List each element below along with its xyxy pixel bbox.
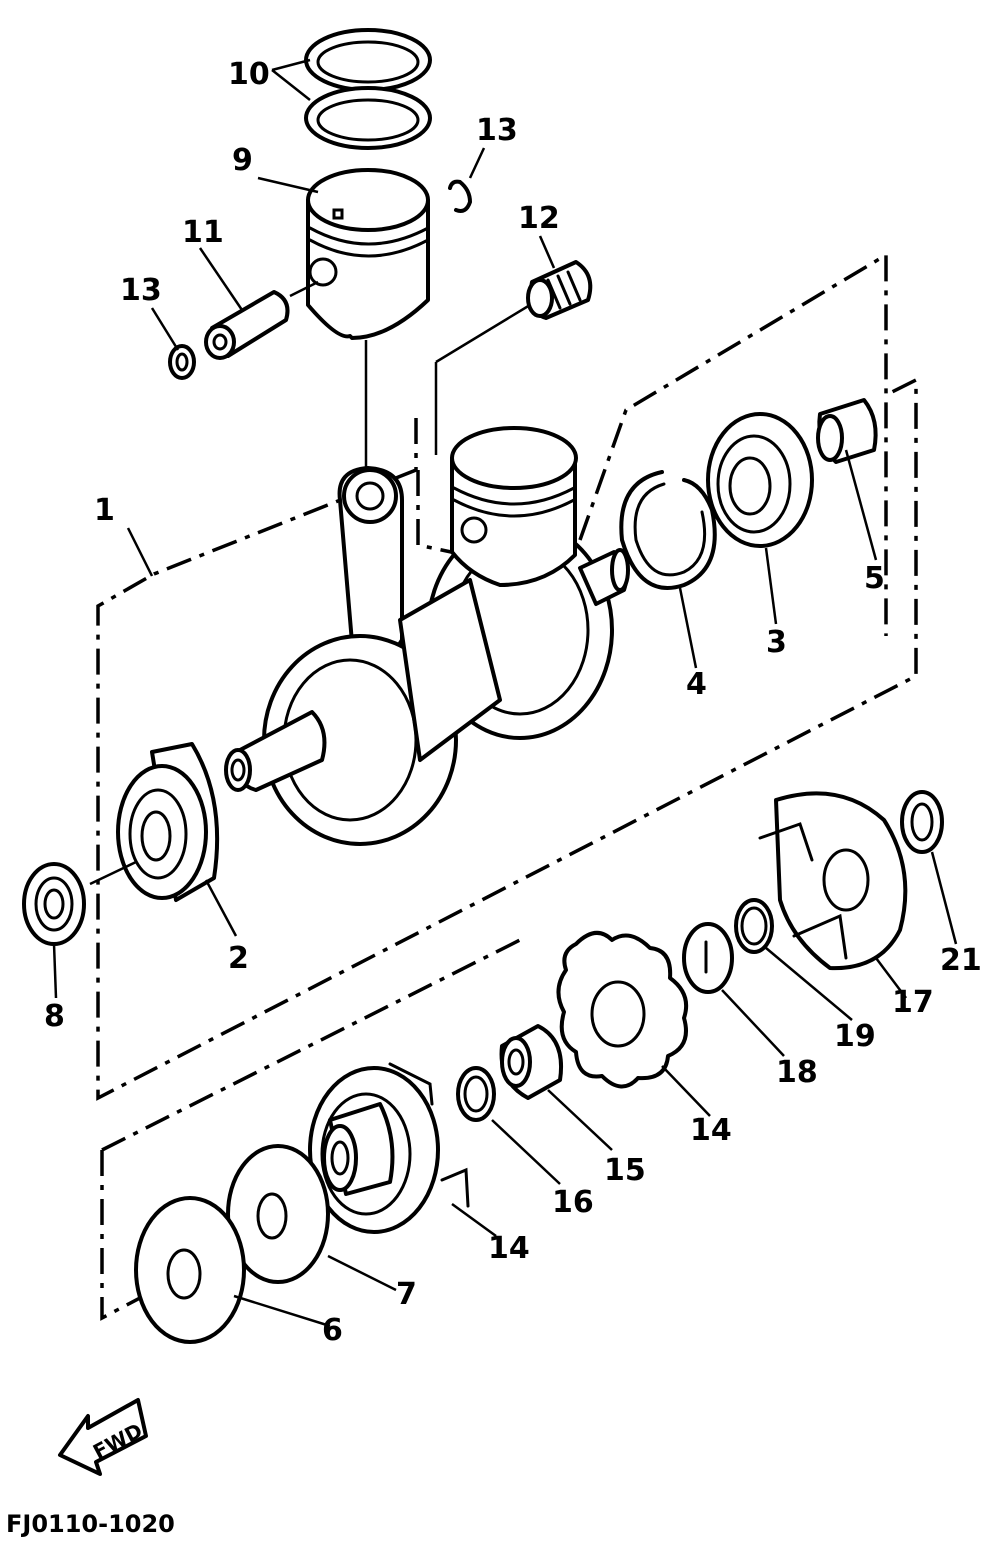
thrust-washer xyxy=(226,1144,330,1284)
coupling-circlip xyxy=(900,790,944,854)
piston-ring-upper xyxy=(304,28,432,92)
circlip-left xyxy=(168,344,196,380)
coupling-flange xyxy=(308,1062,470,1234)
callout-12: 12 xyxy=(518,201,560,236)
callout-15: 14 xyxy=(690,1113,732,1148)
callout-6: 6 xyxy=(322,1313,343,1348)
callout-14: 14 xyxy=(488,1231,530,1266)
callout-7: 7 xyxy=(396,1277,417,1312)
spacer xyxy=(682,922,734,994)
coupling-hub xyxy=(758,791,908,971)
callout-8: 8 xyxy=(44,999,65,1034)
forward-arrow-icon xyxy=(58,1398,148,1476)
coupling-nut xyxy=(499,1024,563,1100)
figure-code: FJ0110-1020 xyxy=(6,1510,175,1538)
callout-21: 21 xyxy=(940,943,982,978)
circlip-right xyxy=(448,179,472,213)
rubber-damper xyxy=(556,931,689,1089)
callout-5: 5 xyxy=(864,561,885,596)
o-ring-17 xyxy=(456,1066,496,1122)
piston-ring-lower xyxy=(304,86,432,150)
end-plate xyxy=(134,1196,246,1344)
small-end-needle-bearing xyxy=(526,260,593,320)
main-bearing-left xyxy=(116,742,220,902)
piston-pin xyxy=(204,290,290,360)
callout-4: 4 xyxy=(686,667,707,702)
callout-1: 1 xyxy=(94,493,115,528)
callout-13-left: 13 xyxy=(120,273,162,308)
bushing xyxy=(816,398,878,464)
oil-seal xyxy=(22,862,86,946)
callout-17: 16 xyxy=(552,1185,594,1220)
callout-20: 19 xyxy=(834,1019,876,1054)
piston-installed xyxy=(450,426,578,587)
callout-19: 18 xyxy=(776,1055,818,1090)
piston-loose xyxy=(306,168,430,340)
callout-2: 2 xyxy=(228,941,249,976)
callout-3: 3 xyxy=(766,625,787,660)
bearing-circlip xyxy=(619,470,717,590)
callout-13-right: 13 xyxy=(476,113,518,148)
callout-10: 10 xyxy=(228,57,270,92)
crankshaft xyxy=(224,466,630,846)
o-ring-20 xyxy=(734,898,774,954)
callout-9: 9 xyxy=(232,143,253,178)
main-bearing-right xyxy=(706,412,814,548)
callout-18: 17 xyxy=(892,985,934,1020)
callout-16: 15 xyxy=(604,1153,646,1188)
callout-11: 11 xyxy=(182,215,224,250)
